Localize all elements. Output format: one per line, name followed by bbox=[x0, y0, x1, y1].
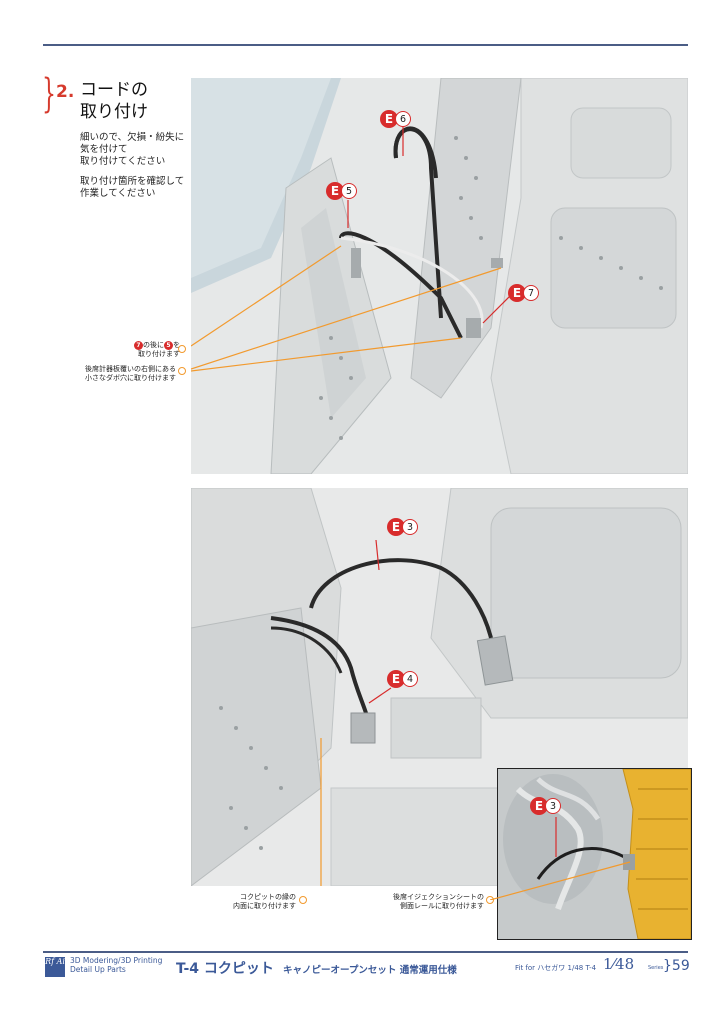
part-number: 4 bbox=[402, 671, 418, 687]
series-mark: Series bbox=[648, 965, 664, 971]
callout-cockpit-rim: コクピットの縁の 内面に取り付けます bbox=[216, 893, 296, 911]
part-label-e3: E 3 bbox=[387, 518, 418, 536]
callout-seat-rail: 後席イジェクションシートの 側面レールに取り付けます bbox=[378, 893, 484, 911]
part-label-e6: E 6 bbox=[380, 110, 411, 128]
callout-rail-line1: 後席イジェクションシートの bbox=[393, 893, 484, 901]
part-label-e4: E 4 bbox=[387, 670, 418, 688]
callout-dowel: 後席計器板覆いの右側にある 小さなダボ穴に取り付けます bbox=[62, 365, 176, 383]
part-number: 3 bbox=[545, 798, 561, 814]
footer-title: T-4 コクピット bbox=[176, 961, 274, 977]
top-rule bbox=[43, 44, 688, 46]
brand-line2: Detail Up Parts bbox=[70, 965, 126, 974]
part-letter: E bbox=[380, 110, 398, 128]
mini-badge-e5: 5 bbox=[164, 341, 173, 350]
part-letter: E bbox=[387, 670, 405, 688]
part-letter: E bbox=[508, 284, 526, 302]
leader-dot bbox=[178, 345, 186, 353]
callout-rail-line2: 側面レールに取り付けます bbox=[400, 902, 484, 910]
part-number: 7 bbox=[523, 285, 539, 301]
note-check-location: 取り付け箇所を確認して 作業してください bbox=[80, 176, 200, 200]
brand-logo: Rf Ai bbox=[45, 957, 65, 977]
part-number: 5 bbox=[341, 183, 357, 199]
part-label-e7: E 7 bbox=[508, 284, 539, 302]
part-label-e5: E 5 bbox=[326, 182, 357, 200]
leader-dot bbox=[486, 896, 494, 904]
inset-photo bbox=[497, 768, 692, 940]
part-number: 6 bbox=[395, 111, 411, 127]
note-check-line1: 取り付け箇所を確認して bbox=[80, 176, 185, 187]
part-label-e3-inset: E 3 bbox=[530, 797, 561, 815]
illustration-top bbox=[191, 78, 688, 474]
step-title-line2: 取り付け bbox=[80, 102, 148, 122]
brand-line1: 3D Modering/3D Printing bbox=[70, 956, 163, 965]
footer-rule bbox=[43, 951, 688, 953]
brand-text: 3D Modering/3D Printing Detail Up Parts bbox=[70, 956, 162, 974]
note-fragile-line2: 気を付けて bbox=[80, 144, 128, 155]
leader-line-inset bbox=[490, 861, 631, 900]
leader-dot bbox=[178, 367, 186, 375]
fit-for: Fit for ハセガワ 1/48 T-4 bbox=[515, 964, 597, 972]
note-check-line2: 作業してください bbox=[80, 188, 156, 199]
part-number: 3 bbox=[402, 519, 418, 535]
page-number: }59 bbox=[663, 958, 690, 974]
callout-dowel-line2: 小さなダボ穴に取り付けます bbox=[85, 374, 176, 382]
note-fragile-line1: 細いので、欠損・紛失に bbox=[80, 132, 185, 143]
callout-dowel-line1: 後席計器板覆いの右側にある bbox=[85, 365, 176, 373]
callout-order-text: の後に bbox=[143, 341, 164, 349]
scale-mark: 1⁄48 bbox=[603, 955, 635, 973]
footer-subtitle: キャノピーオープンセット 通常運用仕様 bbox=[283, 965, 457, 976]
mini-badge-e7: 7 bbox=[134, 341, 143, 350]
callout-rim-line1: コクピットの縁の bbox=[240, 893, 296, 901]
note-fragile: 細いので、欠損・紛失に 気を付けて 取り付けてください bbox=[80, 132, 200, 168]
step-bracket: } bbox=[42, 71, 56, 117]
callout-rim-line2: 内面に取り付けます bbox=[233, 902, 296, 910]
part-letter: E bbox=[326, 182, 344, 200]
step-number: 2. bbox=[56, 82, 75, 102]
part-letter: E bbox=[530, 797, 548, 815]
callout-order-line2: 取り付けます bbox=[138, 350, 180, 358]
part-letter: E bbox=[387, 518, 405, 536]
step-title: コードの 取り付け bbox=[80, 79, 190, 123]
note-fragile-line3: 取り付けてください bbox=[80, 156, 166, 167]
step-title-line1: コードの bbox=[80, 80, 148, 100]
leader-dot bbox=[299, 896, 307, 904]
